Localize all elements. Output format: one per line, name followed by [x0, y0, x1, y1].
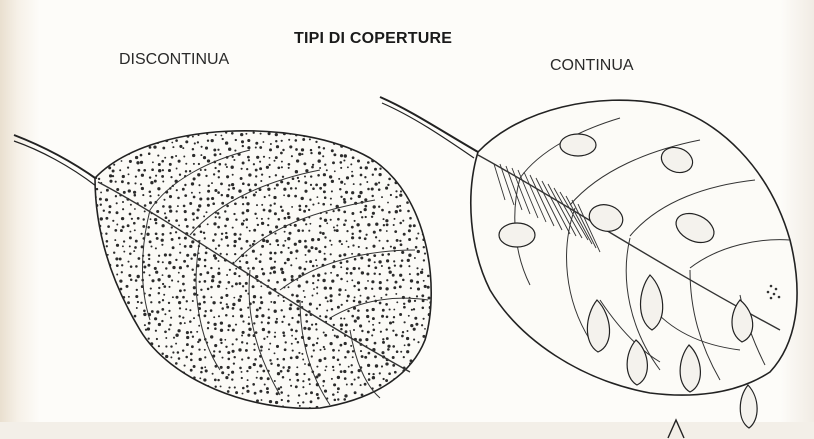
falling-drop: [740, 385, 757, 428]
diagram-title: TIPI DI COPERTURE: [294, 30, 452, 48]
label-discontinuous: DISCONTINUA: [119, 51, 229, 69]
label-continuous: CONTINUA: [550, 57, 634, 75]
leaf-continuous: [380, 97, 797, 438]
drip-tip: [668, 420, 684, 438]
left-leaf-petiole: [14, 135, 98, 180]
left-leaf-petiole-edge: [14, 141, 96, 186]
right-leaf-petiole-edge: [382, 103, 474, 158]
droplet: [560, 134, 596, 156]
droplet: [499, 223, 535, 247]
right-leaf-petiole: [380, 97, 478, 152]
leaf-discontinuous: [14, 117, 442, 412]
